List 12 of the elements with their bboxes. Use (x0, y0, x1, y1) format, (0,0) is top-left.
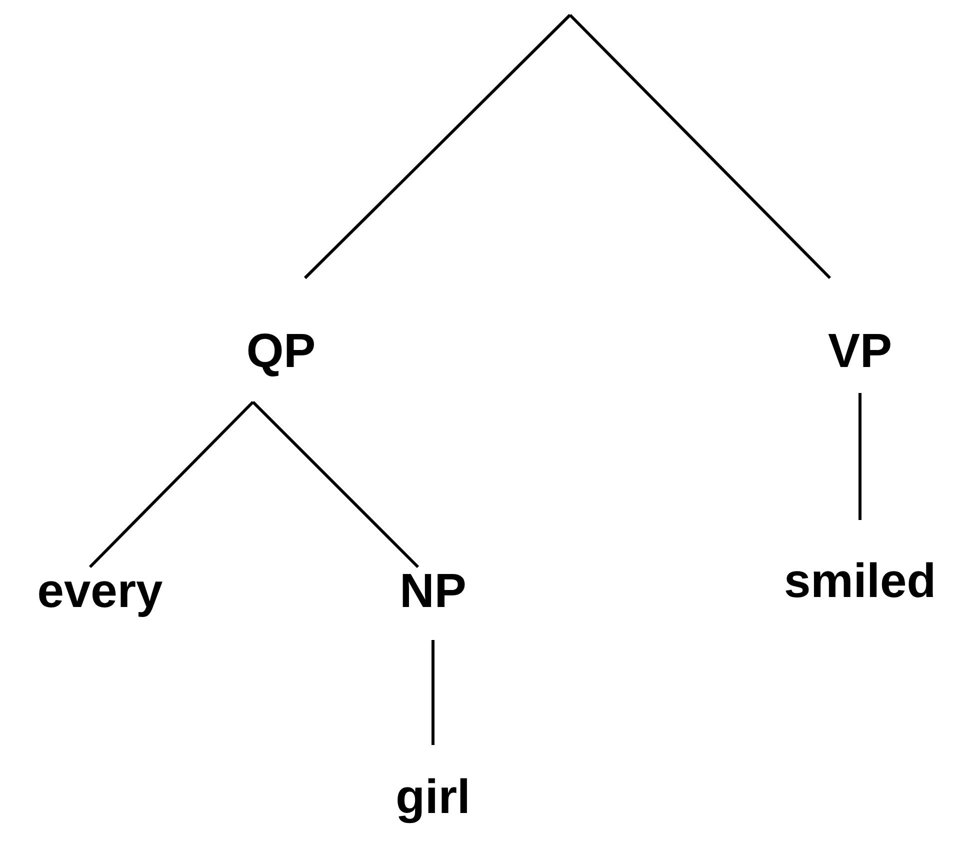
tree-branch (568, 14, 832, 280)
tree-branch (432, 640, 434, 745)
tree-label: NP (400, 568, 466, 616)
tree-label: girl (396, 774, 470, 822)
tree-label: VP (828, 328, 892, 376)
tree-branch (304, 14, 572, 280)
tree-branch (252, 400, 420, 568)
tree-label: QP (246, 328, 316, 376)
tree-label: every (37, 568, 163, 616)
tree-label: smiled (784, 558, 936, 606)
tree-branch (88, 400, 254, 568)
tree-branch (858, 393, 862, 520)
